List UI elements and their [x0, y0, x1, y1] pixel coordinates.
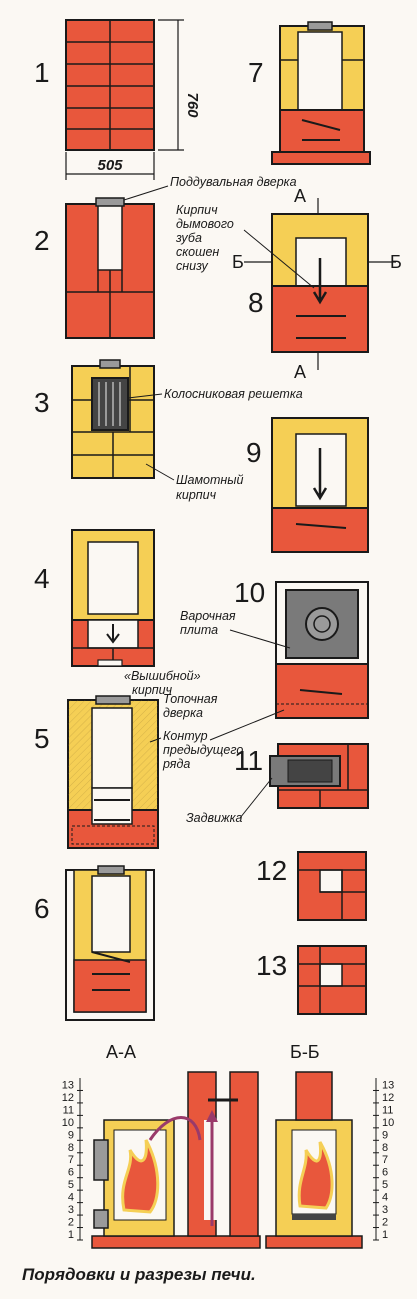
label-smoke-tooth-1: Кирпич [176, 203, 218, 217]
fire-door-icon [95, 695, 131, 705]
row-6-plan [65, 865, 155, 1021]
label-cooking-plate-2: плита [180, 623, 218, 637]
row-4-plan [71, 529, 155, 667]
row-number-13: 13 [256, 950, 287, 981]
label-damper: Задвижка [186, 811, 243, 825]
scale-number: 8 [382, 1142, 388, 1154]
row-number-2: 2 [34, 225, 50, 256]
label-ash-door: Поддувальная дверка [170, 175, 297, 189]
row-8-plan [244, 198, 396, 370]
scale-number: 5 [68, 1179, 74, 1191]
label-cooking-plate-1: Варочная [180, 609, 236, 623]
label-contour-3: ряда [162, 757, 190, 771]
scale-number: 13 [62, 1079, 74, 1091]
row-number-8: 8 [248, 287, 264, 318]
width-dimension: 505 [97, 157, 123, 174]
row-11-plan [269, 743, 369, 809]
row-number-4: 4 [34, 563, 50, 594]
section-bb [265, 1071, 363, 1249]
ash-door-icon [95, 197, 125, 207]
figure-caption: Порядовки и разрезы печи. [22, 1265, 256, 1284]
scale-number: 7 [382, 1154, 388, 1166]
row-number-9: 9 [246, 437, 262, 468]
scale-number: 6 [68, 1167, 74, 1179]
section-mark-b-left: Б [232, 252, 244, 272]
fire-flame-b-icon [297, 1141, 334, 1210]
scale-number: 10 [382, 1117, 394, 1129]
row-12-plan [297, 851, 367, 921]
label-knockout-1: «Вышибной» [124, 669, 201, 683]
label-contour-2: предыдущего [163, 743, 243, 757]
scale-number: 8 [68, 1142, 74, 1154]
knockout-brick-icon [97, 659, 123, 667]
label-fireclay-1: Шамотный [176, 473, 243, 487]
scale-number: 4 [382, 1192, 388, 1204]
row-number-7: 7 [248, 57, 264, 88]
label-fireclay-2: кирпич [176, 488, 217, 502]
row-13-plan [297, 945, 367, 1015]
label-contour-1: Контур [163, 729, 208, 743]
scale-number: 3 [382, 1204, 388, 1216]
fire-flame-icon [121, 1139, 160, 1214]
scale-number: 12 [382, 1092, 394, 1104]
row-number-3: 3 [34, 387, 50, 418]
flow-arrow-icon [148, 1116, 202, 1141]
scale-number: 2 [382, 1217, 388, 1229]
scale-number: 7 [68, 1154, 74, 1166]
row-number-11: 11 [234, 745, 263, 776]
scale-number: 12 [62, 1092, 74, 1104]
scale-number: 1 [68, 1229, 74, 1241]
section-bb-title: Б-Б [290, 1042, 320, 1062]
row-10-plan [275, 581, 369, 719]
row-2-plan [65, 197, 155, 339]
section-mark-a-bottom: А [294, 362, 306, 382]
scale-number: 9 [68, 1129, 74, 1141]
label-smoke-tooth-3: зуба [175, 231, 202, 245]
label-smoke-tooth-2: дымового [176, 217, 234, 231]
row-7-plan [271, 21, 371, 165]
scale-number: 6 [382, 1167, 388, 1179]
height-dimension: 760 [184, 92, 201, 118]
label-fire-door-2: дверка [163, 706, 203, 720]
scale-number: 13 [382, 1079, 394, 1091]
scale-number: 5 [382, 1179, 388, 1191]
label-smoke-tooth-4: скошен [176, 245, 219, 259]
row-9-plan [271, 417, 369, 553]
row-number-12: 12 [256, 855, 287, 886]
scale-number: 11 [63, 1104, 74, 1116]
scale-number: 4 [68, 1192, 74, 1204]
row-3-plan [71, 359, 155, 479]
row-5-plan [67, 695, 159, 849]
label-grate: Колосниковая решетка [164, 387, 303, 401]
scale-number: 10 [62, 1117, 74, 1129]
scale-number: 2 [68, 1217, 74, 1229]
label-smoke-tooth-5: снизу [176, 259, 208, 273]
scale-number: 9 [382, 1129, 388, 1141]
label-fire-door-1: Топочная [163, 692, 218, 706]
scale-number: 3 [68, 1204, 74, 1216]
grate-icon [91, 377, 129, 431]
scale-number: 11 [382, 1104, 393, 1116]
row-number-1: 1 [34, 57, 50, 88]
row-number-6: 6 [34, 893, 50, 924]
section-mark-a-top: А [294, 186, 306, 206]
dimension-lines [65, 19, 184, 180]
row-number-5: 5 [34, 723, 50, 754]
scale-number: 1 [382, 1229, 388, 1241]
row-1-plan [65, 19, 155, 151]
section-aa [91, 1071, 261, 1249]
row-number-10: 10 [234, 577, 265, 608]
section-aa-title: А-А [106, 1042, 136, 1062]
label-knockout-2: кирпич [132, 683, 173, 697]
